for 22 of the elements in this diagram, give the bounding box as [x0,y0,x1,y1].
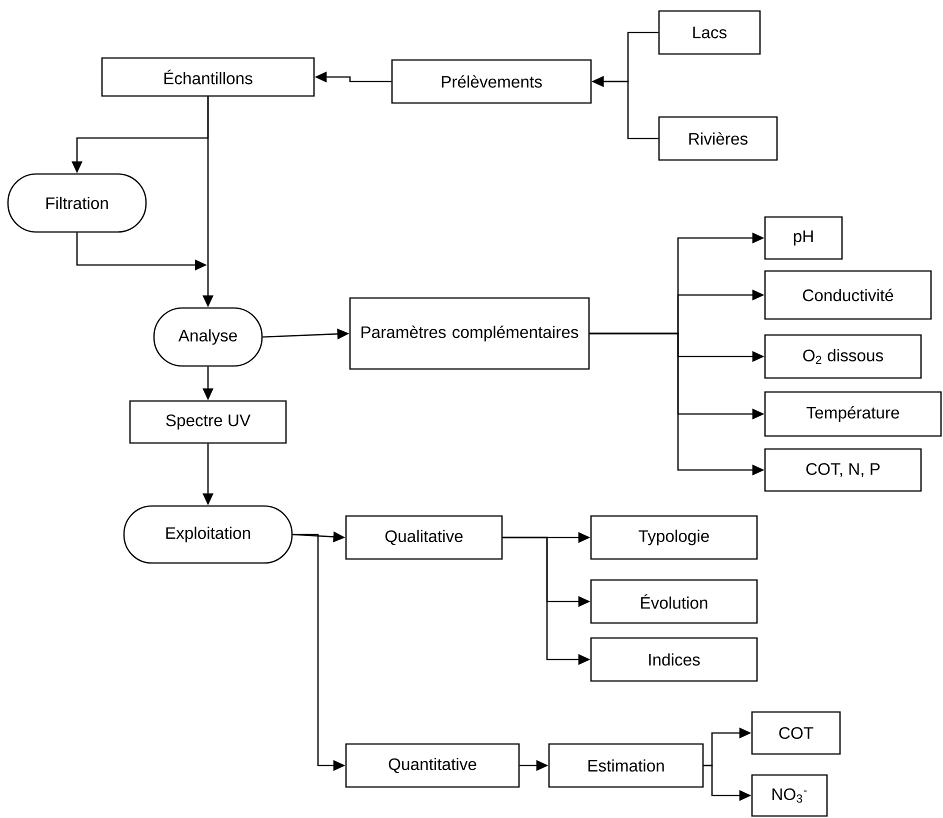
process-box: COT, N, P [764,448,922,492]
process-box: Estimation [548,743,704,788]
process-box: Prélèvements [391,59,592,104]
process-box: COT [751,711,841,755]
process-box: Spectre UV [129,400,287,444]
process-box: Quantitative [345,743,520,788]
process-box: Paramètres complémentaires [349,297,590,370]
process-box: O$_{2}$ dissous [764,334,922,379]
process-box: pH [764,216,843,260]
process-box: Évolution [590,579,758,624]
process-box: NO$_{3}$- [751,774,828,817]
process-box: Indices [590,637,758,682]
process-box: Qualitative [345,515,503,560]
rounded-box: Exploitation [123,505,293,564]
process-box: Conductivité [764,270,932,320]
process-box: Échantillons [101,57,315,97]
process-box: Lacs [658,10,761,55]
rounded-box: Analyse [153,307,263,367]
process-box: Typologie [590,515,758,560]
process-box: Température [764,391,942,437]
rounded-box: Filtration [7,173,147,233]
process-box: Rivières [658,116,778,161]
